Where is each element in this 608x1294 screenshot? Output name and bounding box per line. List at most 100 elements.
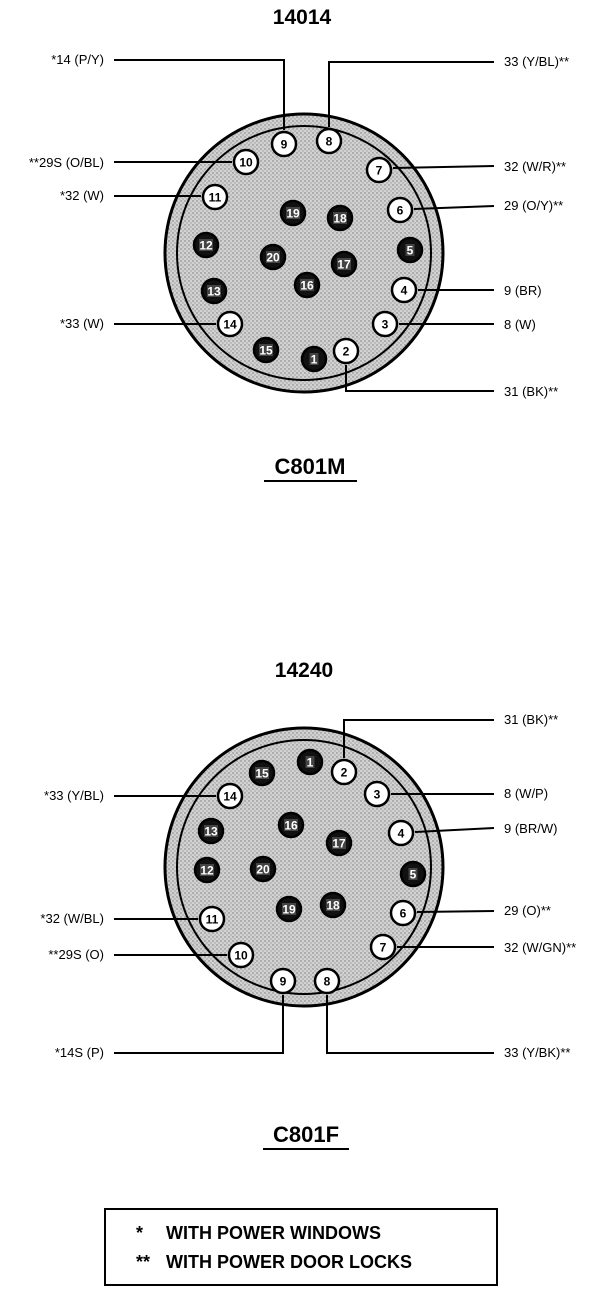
wire-lead-bottom-pin-6 (416, 910, 495, 913)
legend-box: *WITH POWER WINDOWS **WITH POWER DOOR LO… (104, 1208, 498, 1286)
pin-cavity-top-7: 7 (365, 156, 393, 184)
pin-cavity-top-13: 13 (200, 277, 228, 305)
pin-number: 7 (380, 941, 387, 955)
pin-number-box (255, 767, 269, 779)
wire-label-top-pin-6: 29 (O/Y)** (504, 198, 563, 213)
pin-circle (216, 310, 244, 338)
pin-cavity-top-16: 16 (293, 271, 321, 299)
pin-cavity-bottom-9: 9 (269, 967, 297, 995)
pin-number-box (256, 863, 270, 875)
legend-row-power-windows: *WITH POWER WINDOWS (136, 1219, 496, 1248)
pin-cavity-bottom-13: 13 (197, 817, 225, 845)
pin-circle (369, 933, 397, 961)
pin-number-box (326, 899, 340, 911)
pin-number: 6 (397, 204, 404, 218)
pin-number: 10 (234, 949, 248, 963)
legend-text-power-windows: WITH POWER WINDOWS (166, 1223, 381, 1243)
pin-number: 1 (307, 756, 314, 770)
pin-cavity-top-12: 12 (192, 231, 220, 259)
pin-number: 1 (311, 353, 318, 367)
part-number-bottom: 14240 (275, 659, 333, 682)
wire-label-top-pin-8: 33 (Y/BL)** (504, 54, 569, 69)
pin-number: 10 (239, 156, 253, 170)
wire-label-bottom-pin-10: **29S (O) (48, 947, 104, 962)
legend-mark-double-star: ** (136, 1252, 151, 1272)
legend-row-power-door-locks: **WITH POWER DOOR LOCKS (136, 1248, 496, 1277)
pin-cavity-top-6: 6 (386, 196, 414, 224)
pin-number: 3 (382, 318, 389, 332)
pin-number: 2 (343, 345, 350, 359)
wire-leads-bottom (114, 719, 495, 1054)
pin-number: 5 (410, 868, 417, 882)
pin-number: 19 (282, 903, 296, 917)
pin-cavity-top-2: 2 (332, 337, 360, 365)
pin-number: 17 (337, 258, 351, 272)
pin-circle (216, 782, 244, 810)
pin-circle (227, 941, 255, 969)
pin-number-box (266, 251, 280, 263)
pin-number: 15 (255, 767, 269, 781)
wire-labels-top: *14 (P/Y)33 (Y/BL)****29S (O/BL)32 (W/R)… (29, 52, 569, 399)
wire-label-top-pin-14: *33 (W) (60, 316, 104, 331)
pin-number-box (305, 756, 315, 768)
wire-lead-top-pin-7 (392, 165, 495, 169)
pin-cavity-top-4: 4 (390, 276, 418, 304)
pin-number-box (282, 903, 296, 915)
wire-label-bottom-pin-11: *32 (W/BL) (40, 911, 104, 926)
pin-cavity-top-5: 5 (396, 236, 424, 264)
pin-cavity-bottom-5: 5 (399, 860, 427, 888)
wire-label-bottom-pin-14: *33 (Y/BL) (44, 788, 104, 803)
pin-cavity-bottom-6: 6 (389, 899, 417, 927)
pin-cavity-bottom-1: 1 (296, 748, 324, 776)
wire-lead-top-pin-6 (413, 205, 495, 210)
wire-label-bottom-pin-8: 33 (Y/BK)** (504, 1045, 570, 1060)
pin-circle (232, 148, 260, 176)
pin-cavity-top-10: 10 (232, 148, 260, 176)
pin-number-box (333, 212, 347, 224)
wire-lead-top-pin-9 (114, 59, 285, 130)
pin-number: 18 (333, 212, 347, 226)
pin-cavity-bottom-12: 12 (193, 856, 221, 884)
pin-number-box (408, 868, 418, 880)
pin-number: 3 (374, 788, 381, 802)
pin-cavity-top-3: 3 (371, 310, 399, 338)
pin-number: 20 (256, 863, 270, 877)
pin-circle (201, 183, 229, 211)
pin-number: 17 (332, 837, 346, 851)
pin-number: 14 (223, 318, 237, 332)
pin-circle (270, 130, 298, 158)
pin-number: 13 (207, 285, 221, 299)
pin-cavity-top-15: 15 (252, 336, 280, 364)
pin-circle (269, 967, 297, 995)
wire-label-top-pin-7: 32 (W/R)** (504, 159, 566, 174)
pin-number: 18 (326, 899, 340, 913)
pin-number-box (284, 819, 298, 831)
pin-cavity-bottom-20: 20 (249, 855, 277, 883)
pin-cavity-bottom-11: 11 (198, 905, 226, 933)
pin-number: 2 (341, 766, 348, 780)
pin-cavity-top-17: 17 (330, 250, 358, 278)
pin-cavity-bottom-19: 19 (275, 895, 303, 923)
pin-cavity-top-14: 14 (216, 310, 244, 338)
pin-cavity-top-1: 1 (300, 345, 328, 373)
pin-number: 6 (400, 907, 407, 921)
pin-circle (332, 337, 360, 365)
wire-label-top-pin-9: *14 (P/Y) (51, 52, 104, 67)
connector-name-top: C801M (275, 454, 346, 479)
pin-number-box (332, 837, 346, 849)
pin-circle (313, 967, 341, 995)
pin-cavity-top-9: 9 (270, 130, 298, 158)
pin-cavity-bottom-4: 4 (387, 819, 415, 847)
pin-circle (386, 196, 414, 224)
pin-cavity-bottom-17: 17 (325, 829, 353, 857)
pin-number: 9 (281, 138, 288, 152)
pin-cavity-bottom-3: 3 (363, 780, 391, 808)
wire-label-top-pin-11: *32 (W) (60, 188, 104, 203)
wire-lead-bottom-pin-9 (114, 995, 284, 1054)
pin-number: 11 (209, 191, 222, 205)
pin-number: 16 (284, 819, 298, 833)
pin-cavity-bottom-2: 2 (330, 758, 358, 786)
pin-number-box (259, 344, 273, 356)
pin-circle (371, 310, 399, 338)
